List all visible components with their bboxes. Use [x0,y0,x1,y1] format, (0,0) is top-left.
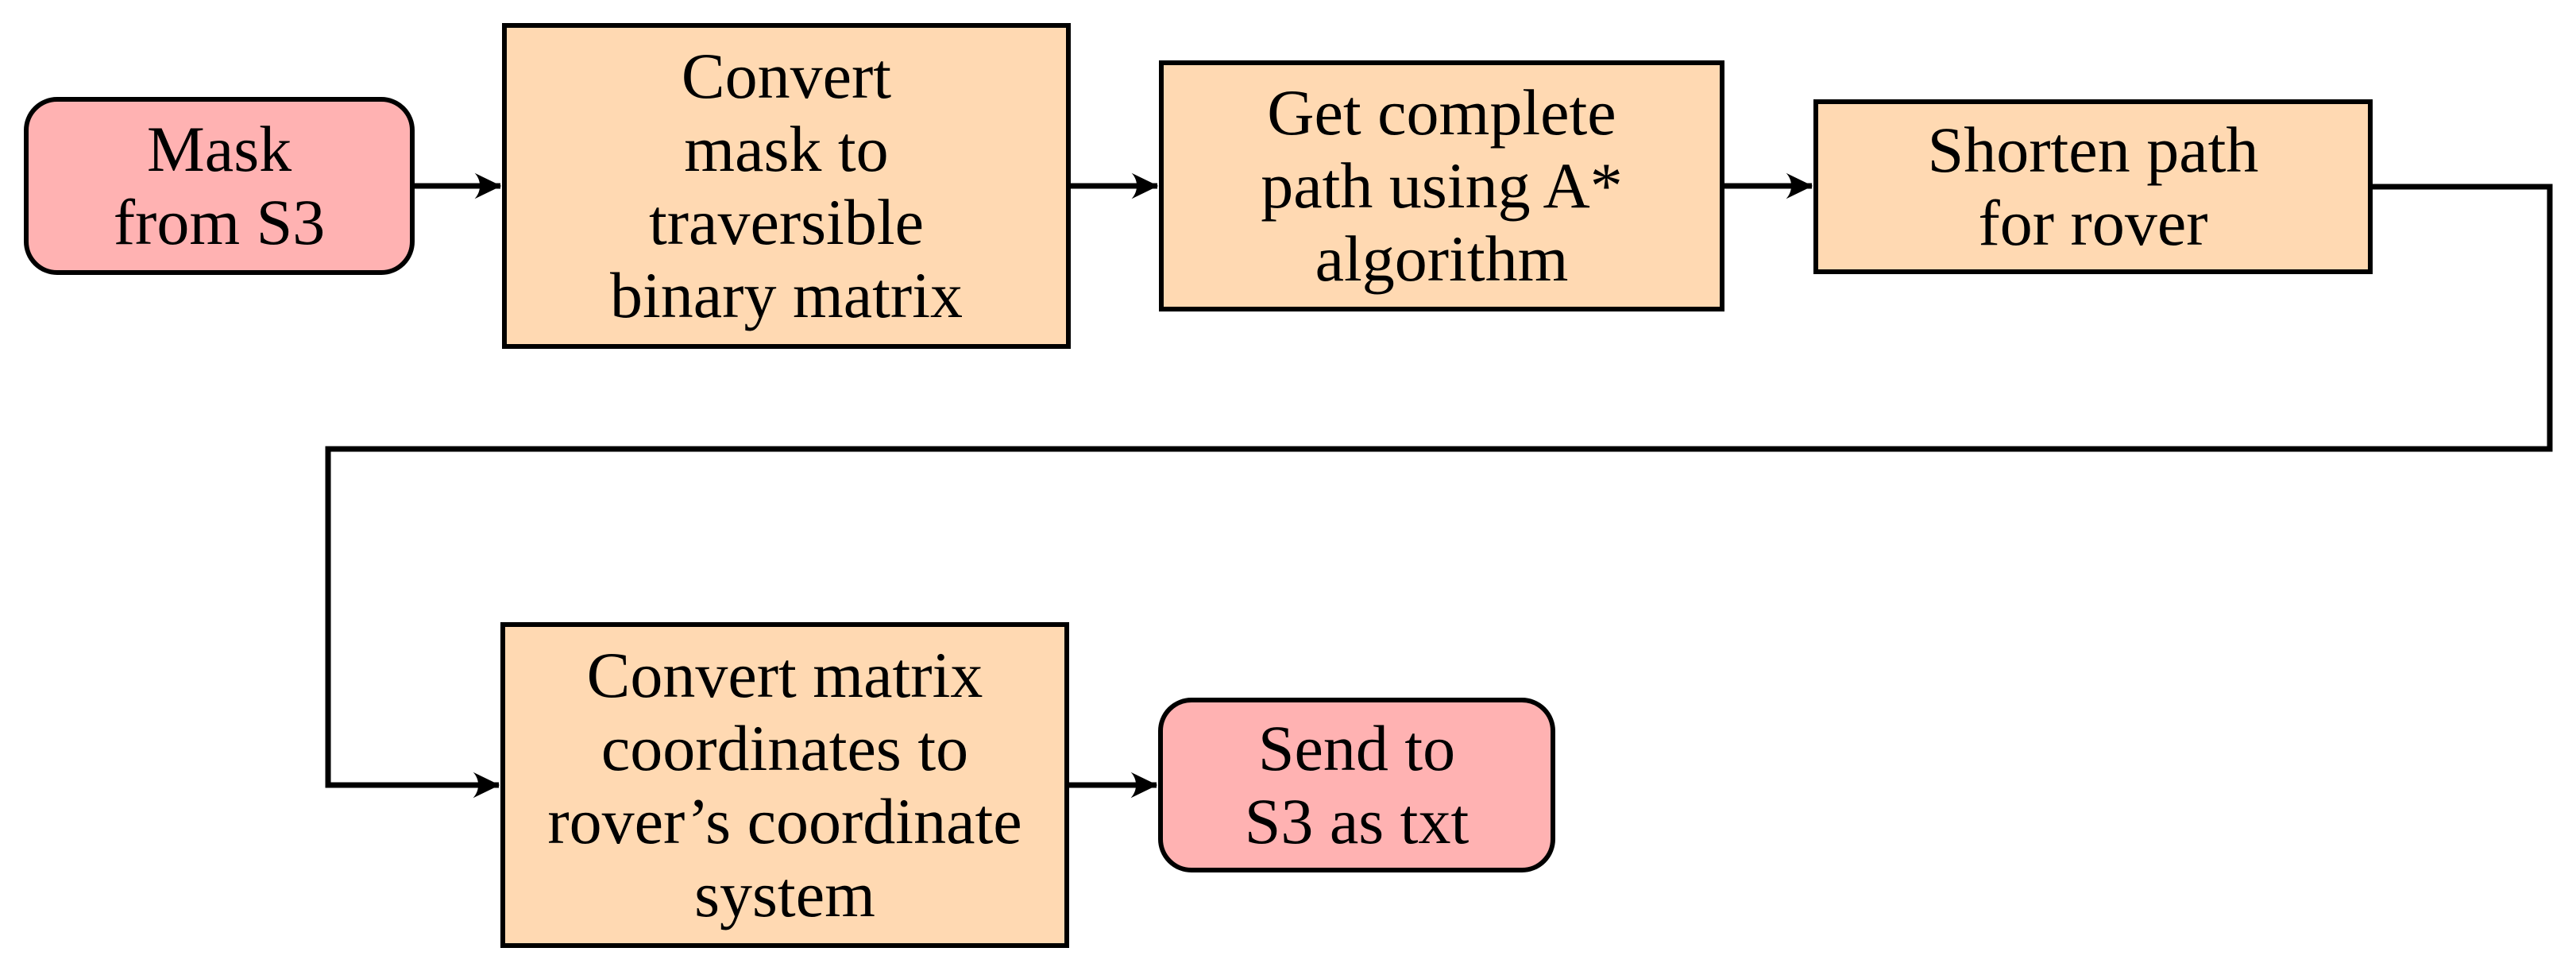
edge-shorten-to-coordinates [325,184,2553,799]
node-convert-mask-label: Convert mask to traversible binary matri… [609,40,964,331]
node-send-to-s3-label: Send to S3 as txt [1244,712,1470,857]
node-mask-from-s3: Mask from S3 [24,97,415,275]
node-convert-coordinates: Convert matrix coordinates to rover’s co… [500,622,1069,948]
node-get-path-label: Get complete path using A* algorithm [1261,76,1623,295]
node-shorten-path-label: Shorten path for rover [1927,114,2259,259]
node-mask-from-s3-label: Mask from S3 [113,113,326,258]
node-shorten-path: Shorten path for rover [1813,99,2373,274]
node-convert-mask: Convert mask to traversible binary matri… [502,23,1071,349]
node-convert-coordinates-label: Convert matrix coordinates to rover’s co… [547,639,1022,930]
node-send-to-s3: Send to S3 as txt [1158,698,1555,872]
node-get-path: Get complete path using A* algorithm [1159,60,1724,311]
